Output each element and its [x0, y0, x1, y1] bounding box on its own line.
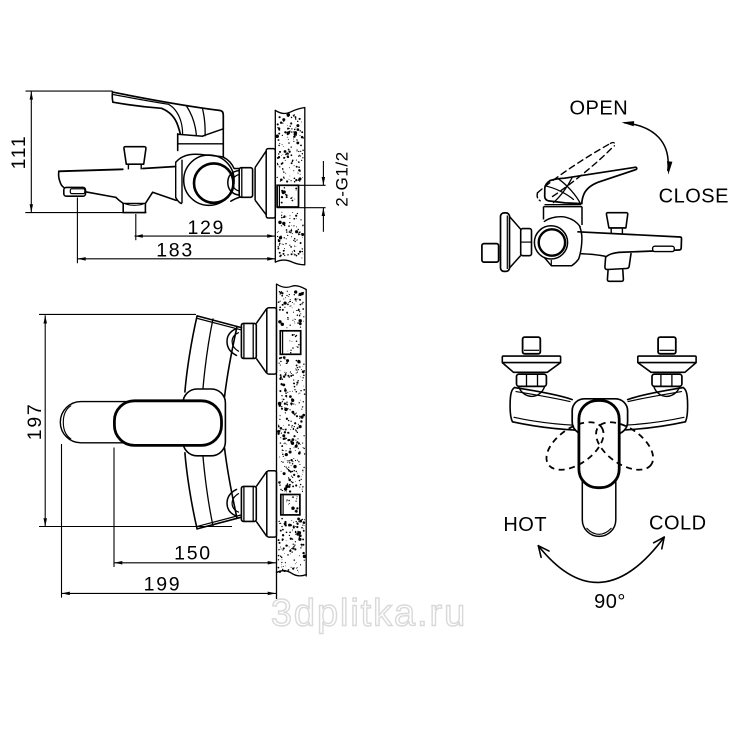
- svg-text:199: 199: [144, 573, 182, 595]
- svg-text:150: 150: [174, 543, 212, 565]
- svg-text:111: 111: [8, 135, 30, 170]
- svg-text:2-G1/2: 2-G1/2: [333, 151, 352, 207]
- svg-text:3dplitka.ru: 3dplitka.ru: [271, 593, 467, 635]
- svg-text:183: 183: [156, 240, 194, 262]
- svg-text:OPEN: OPEN: [569, 97, 628, 119]
- svg-text:90°: 90°: [594, 591, 626, 613]
- svg-text:129: 129: [187, 217, 225, 239]
- svg-text:HOT: HOT: [503, 514, 547, 536]
- svg-text:197: 197: [24, 403, 46, 441]
- svg-text:COLD: COLD: [649, 513, 707, 535]
- svg-text:CLOSE: CLOSE: [659, 185, 729, 207]
